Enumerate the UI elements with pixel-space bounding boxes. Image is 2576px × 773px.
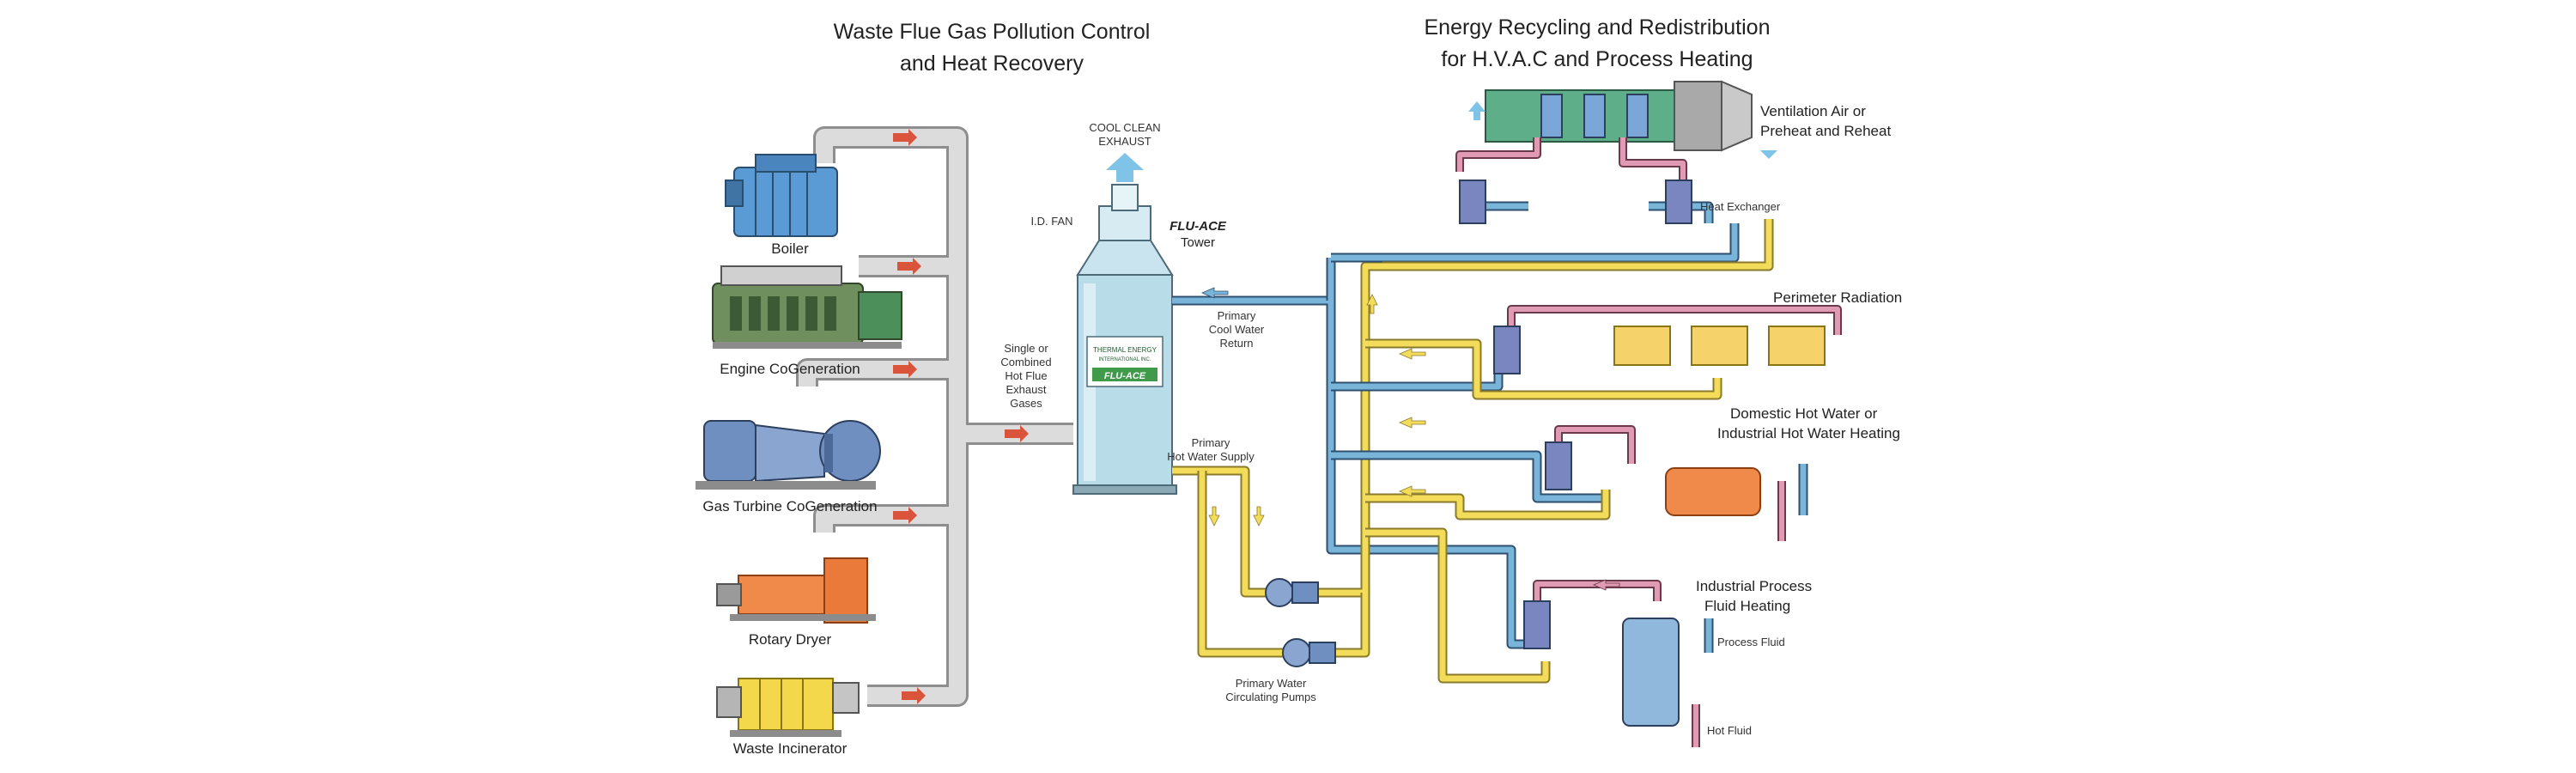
right-title-line1: Energy Recycling and Redistribution (1425, 15, 1771, 40)
flow-arrow (897, 258, 921, 275)
flow-arrow (1005, 425, 1029, 442)
flue-gas-label: Single or Combined Hot Flue Exhaust Gase… (1000, 342, 1051, 410)
tower-badge-brand: FLU-ACE (1104, 371, 1146, 381)
perimeter-label: Perimeter Radiation (1773, 289, 1902, 306)
airflow-arrow-icon (1468, 101, 1485, 120)
source-label-dryer: Rotary Dryer (749, 631, 832, 648)
ventilation-label-line: Preheat and Reheat (1760, 123, 1891, 139)
supply-label-line: Hot Water Supply (1167, 450, 1255, 463)
flow-arrow (1200, 287, 1229, 299)
water-flow-arrows (1200, 287, 1620, 591)
flow-arrow (893, 129, 917, 146)
fan-label: I.D. FAN (1030, 215, 1072, 228)
flow-arrow (902, 687, 926, 704)
ventilation-label-line: Ventilation Air or (1760, 103, 1866, 119)
flow-arrow (1208, 506, 1220, 526)
gas-turbine (696, 420, 881, 490)
source-label-turbine: Gas Turbine CoGeneration (702, 498, 877, 514)
tower-brand: FLU-ACE (1170, 219, 1227, 234)
flu-ace-tower: THERMAL ENERGY INTERNATIONAL INC. FLU-AC… (1072, 184, 1177, 495)
return-label-line: Return (1219, 337, 1253, 350)
exhaust-arrow-icon (1106, 153, 1144, 182)
flue-gas-line: Combined (1000, 356, 1051, 368)
flue-gas-line: Hot Flue (1005, 369, 1047, 382)
industrial-process (1523, 580, 1714, 747)
source-label-boiler: Boiler (771, 240, 809, 257)
right-title-line2: for H.V.A.C and Process Heating (1441, 47, 1753, 71)
flue-gas-line: Single or (1004, 342, 1048, 355)
exhaust-label-line2: EXHAUST (1098, 135, 1151, 148)
flow-arrow (1398, 485, 1426, 497)
return-label-line: Primary (1218, 309, 1256, 322)
airflow-arrow-icon (1760, 150, 1777, 159)
air-handler (1468, 80, 1777, 159)
source-label-incinerator: Waste Incinerator (733, 740, 848, 757)
supply-label-line: Primary (1192, 436, 1230, 449)
domestic-hot-water (1545, 425, 1808, 541)
engine-cogeneration (712, 265, 902, 349)
flow-arrow (1398, 348, 1426, 360)
primary-hot-supply-pipe (1172, 261, 1382, 658)
hot-fluid-label: Hot Fluid (1707, 724, 1752, 737)
heat-exchanger-label: Heat Exchanger (1700, 200, 1781, 213)
flow-arrow (893, 361, 917, 378)
flow-arrow (893, 507, 917, 524)
process-fluid-label: Process Fluid (1717, 636, 1785, 648)
domestic-label-line: Industrial Hot Water Heating (1717, 425, 1900, 441)
process-label-line: Industrial Process (1696, 578, 1812, 594)
tower-badge-line2: INTERNATIONAL INC. (1098, 357, 1151, 362)
distribution-headers (1331, 219, 1774, 684)
domestic-label-line: Domestic Hot Water or (1730, 405, 1878, 422)
pumps-label-line: Circulating Pumps (1225, 691, 1316, 703)
circulating-pump (1265, 578, 1319, 607)
tower-word: Tower (1181, 235, 1215, 250)
perimeter-radiation (1493, 305, 1842, 374)
return-label-line: Cool Water (1209, 323, 1265, 336)
flue-flow-arrows (893, 129, 1029, 704)
source-label-engine: Engine CoGeneration (720, 361, 860, 377)
flow-arrow (1592, 579, 1620, 591)
left-title-line2: and Heat Recovery (900, 52, 1084, 76)
flow-arrow (1253, 506, 1265, 526)
flue-gas-line: Gases (1010, 397, 1042, 410)
boiler (725, 154, 838, 237)
flow-arrow (1398, 417, 1426, 429)
exhaust-label-line1: COOL CLEAN (1089, 121, 1160, 134)
circulating-pump (1282, 638, 1336, 667)
flow-arrow (1366, 294, 1378, 314)
rotary-dryer (716, 557, 876, 624)
heat-exchanger (1459, 180, 1692, 224)
waste-incinerator (716, 678, 860, 737)
tower-badge-line1: THERMAL ENERGY (1093, 346, 1157, 354)
flue-gas-line: Exhaust (1006, 383, 1047, 396)
left-title-line1: Waste Flue Gas Pollution Control (834, 20, 1151, 44)
process-label-line: Fluid Heating (1704, 598, 1790, 614)
pumps-label-line: Primary Water (1236, 677, 1307, 690)
